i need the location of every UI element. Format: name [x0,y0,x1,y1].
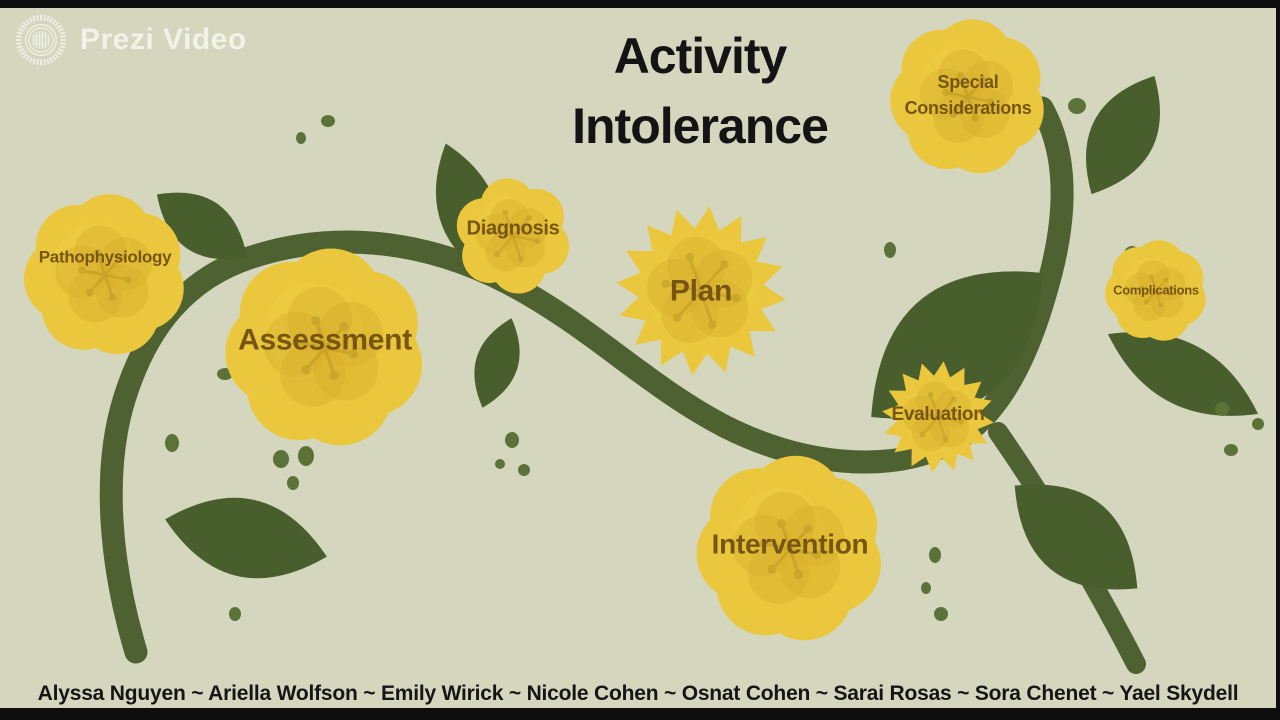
flower-complications[interactable] [1105,240,1206,341]
prezi-video-branding: Prezi Video [13,12,247,68]
leaf [156,192,248,260]
leaf [474,318,520,408]
flower-evaluation[interactable] [882,361,994,473]
flower-label-plan[interactable]: Plan [669,274,733,308]
flower-assessment[interactable] [225,248,422,446]
flower-label-pathophysiology[interactable]: Pathophysiology [38,247,172,267]
leaf [1107,332,1259,416]
scatter-dot [287,476,299,490]
flower-pathophysiology[interactable] [24,194,184,355]
flower-intervention[interactable] [696,455,881,641]
credits-text: Alyssa Nguyen ~ Ariella Wolfson ~ Emily … [37,682,1239,705]
prezi-sunburst-icon [15,14,67,66]
scatter-dot [884,242,896,258]
flower-label-assessment[interactable]: Assessment [238,323,412,357]
scatter-dot [921,582,931,594]
flower-special-considerations[interactable] [890,19,1044,174]
scatter-dot [298,446,314,466]
scatter-dot [229,607,241,621]
scatter-dot [929,547,941,563]
flower-plan[interactable] [616,206,786,376]
scatter-dot [495,459,505,469]
leaf [1086,75,1160,195]
scatter-dot [1068,98,1086,114]
letterbox-bottom [0,708,1280,720]
title-line-1: Activity [613,28,788,84]
flower-label-special-considerations[interactable]: Special Considerations [904,71,1032,118]
scatter-dot [273,450,289,468]
letterbox-top [0,0,1280,8]
scatter-dot [518,464,530,476]
leaf [165,497,327,579]
scatter-dot [505,432,519,448]
scatter-dot [296,132,306,144]
scatter-dot [934,607,948,621]
scatter-dot [321,115,335,127]
page-title: Activity Intolerance [572,21,829,161]
flower-label-diagnosis[interactable]: Diagnosis [466,217,560,240]
scatter-dot [1215,402,1229,416]
letterbox-right [1276,0,1280,720]
flower-label-complications[interactable]: Complications [1113,282,1199,298]
flower-label-evaluation[interactable]: Evaluation [891,404,985,426]
title-line-2: Intolerance [572,98,829,154]
flower-diagnosis[interactable] [456,178,570,294]
vine-path [99,96,1074,664]
scatter-dot [1252,418,1264,430]
flower-label-intervention[interactable]: Intervention [711,528,869,560]
scatter-dot [165,434,179,452]
prezi-video-wordmark: Prezi Video [80,23,247,56]
scatter-dot [1224,444,1238,456]
leaf [1014,484,1138,590]
